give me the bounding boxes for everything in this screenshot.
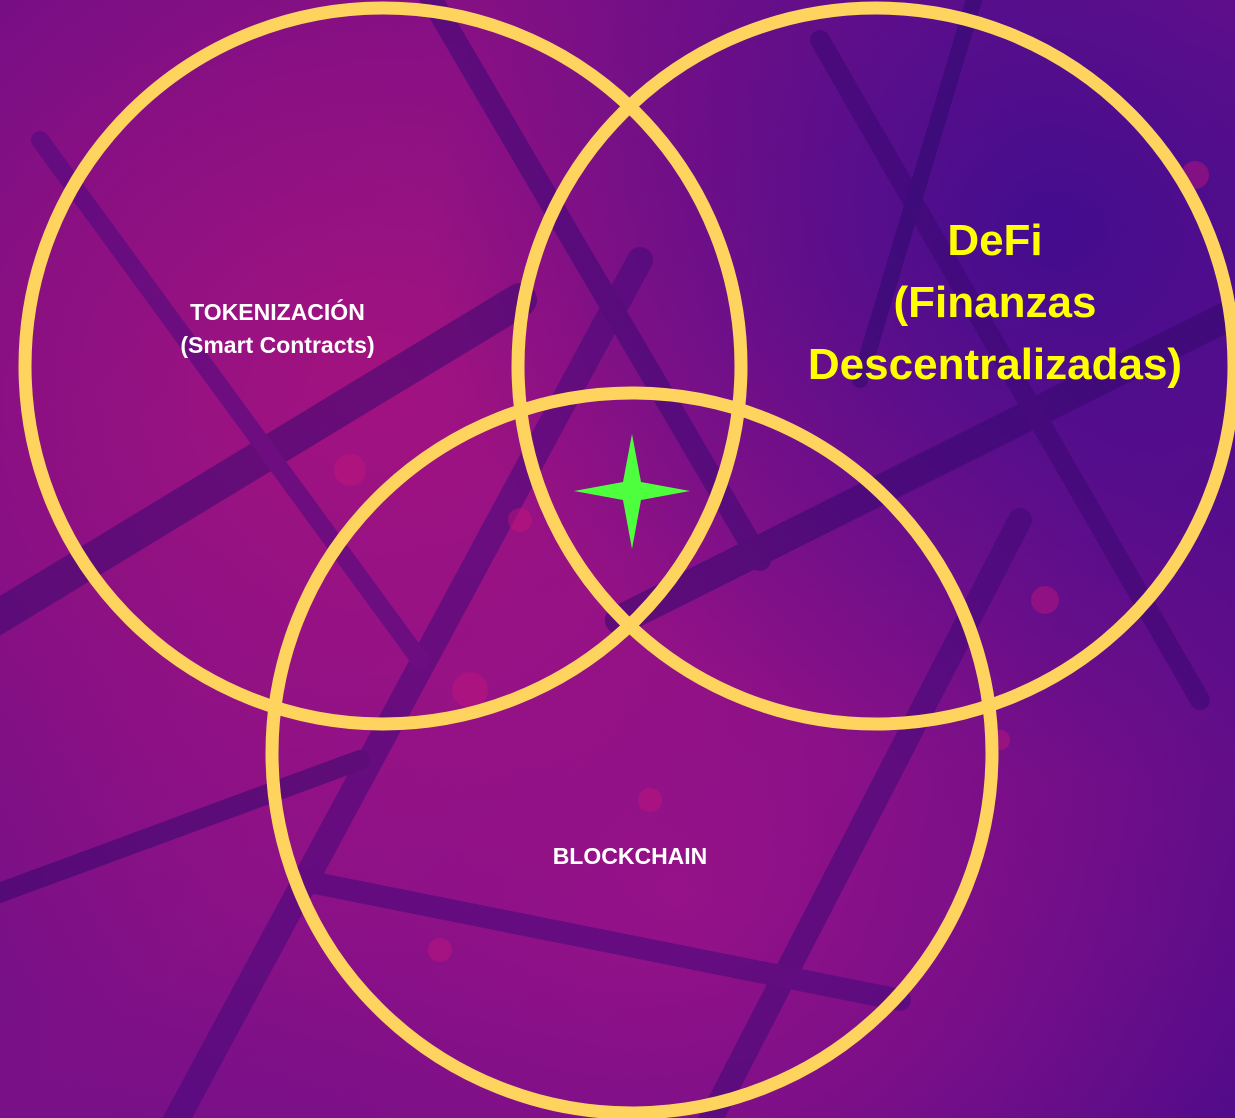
tokenizacion-title: TOKENIZACIÓN [190,299,365,325]
blockchain-label: BLOCKCHAIN [505,841,755,871]
four-point-star-icon [574,434,690,549]
defi-title: DeFi [947,216,1043,265]
circle-tokenizacion [18,1,748,731]
defi-subtitle-line1: (Finanzas [893,278,1097,327]
defi-subtitle-line2: Descentralizadas) [807,340,1183,389]
tokenizacion-subtitle: (Smart Contracts) [180,332,375,358]
defi-label: DeFi (Finanzas Descentralizadas) [755,210,1235,396]
blockchain-title: BLOCKCHAIN [552,843,708,869]
circle-defi [511,1,1235,731]
circle-blockchain [265,386,999,1118]
tokenizacion-label: TOKENIZACIÓN (Smart Contracts) [140,296,415,362]
